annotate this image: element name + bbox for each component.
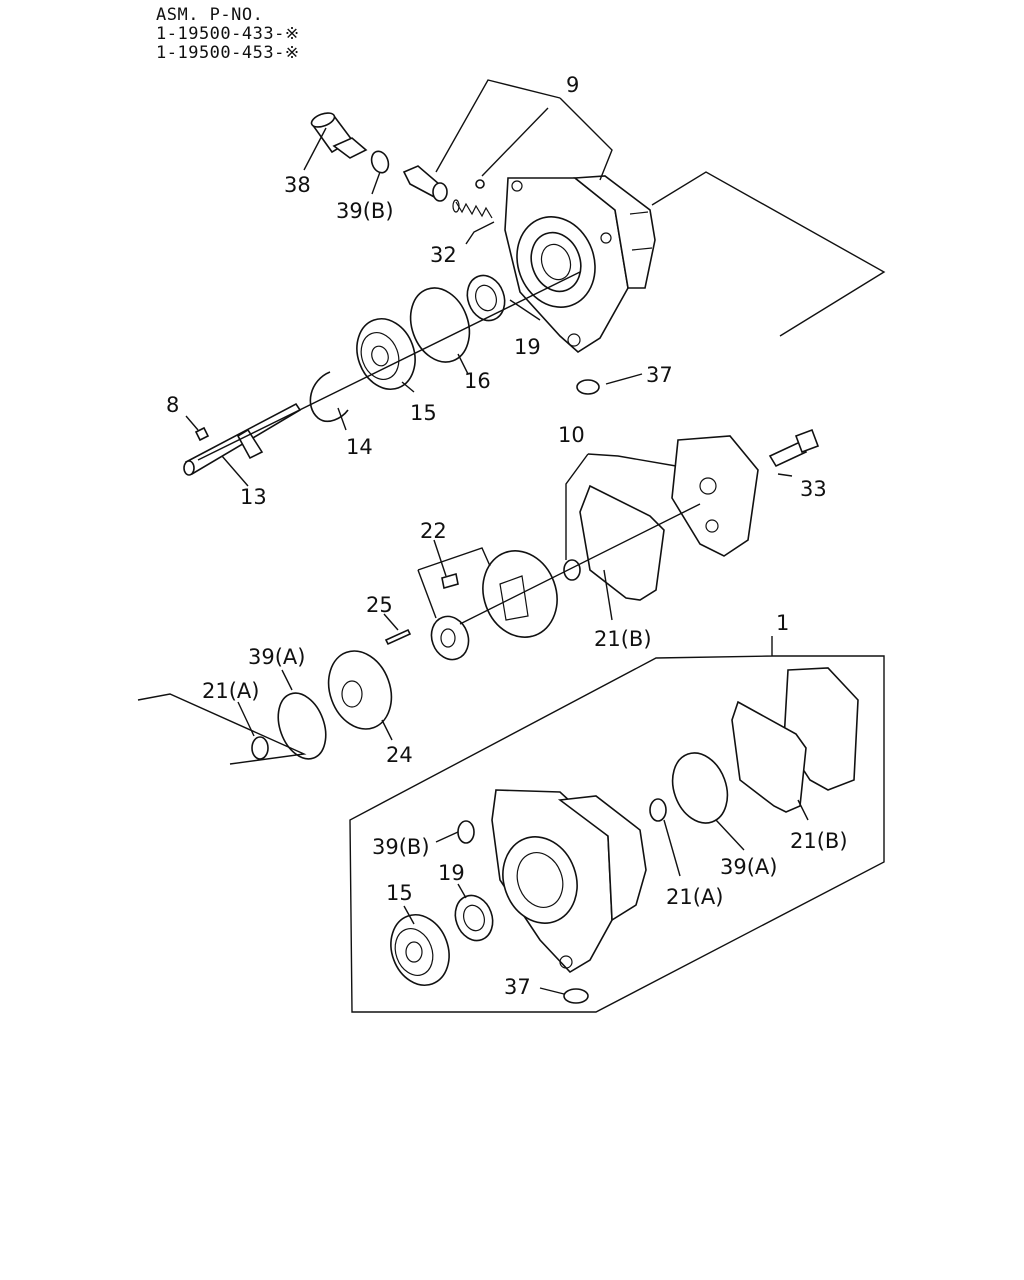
callout-19-kit: 19 [438, 861, 465, 885]
callout-10: 10 [558, 423, 585, 447]
part-9-ball [475, 179, 485, 189]
callout-15-kit: 15 [386, 881, 413, 905]
part-39b-oring-kit [457, 820, 475, 844]
callout-16: 16 [464, 369, 491, 393]
callout-21b-kit: 21(B) [790, 829, 848, 853]
pump-housing-upper [504, 175, 656, 353]
part-25-pin [384, 628, 412, 646]
callout-37-upper: 37 [646, 363, 673, 387]
assembly-part-number-1: 1-19500-433-※ [156, 24, 300, 44]
callout-13: 13 [240, 485, 267, 509]
assembly-label: ASM. P-NO. [156, 5, 264, 25]
part-39b-oring-upper [370, 150, 390, 174]
callout-15-upper: 15 [410, 401, 437, 425]
part-10-cover-plate [671, 435, 759, 557]
callout-21a-kit: 21(A) [666, 885, 723, 909]
part-33-bolt [768, 428, 820, 468]
part-9-plunger [402, 165, 448, 202]
part-39a-oring [277, 692, 327, 760]
part-19-bearing-kit [454, 894, 494, 942]
part-21a-seal-kit [649, 798, 667, 822]
part-22-rotor [430, 615, 470, 661]
part-37-oring-kit [563, 988, 589, 1004]
callout-1: 1 [776, 611, 789, 635]
callout-32: 32 [430, 243, 457, 267]
part-22-vane [441, 572, 459, 590]
callout-8: 8 [166, 393, 179, 417]
part-21b-gasket-kit [731, 700, 807, 813]
part-39a-oring-kit [671, 752, 729, 824]
callout-33: 33 [800, 477, 827, 501]
part-16-washer [409, 287, 471, 363]
callout-37-kit: 37 [504, 975, 531, 999]
callout-21b-upper: 21(B) [594, 627, 652, 651]
assembly-part-number-2: 1-19500-453-※ [156, 43, 300, 63]
part-19-bearing-upper [466, 274, 506, 322]
callout-22: 22 [420, 519, 447, 543]
part-8-key [194, 426, 210, 442]
part-32-spring [452, 199, 493, 219]
callout-labels: 9 38 39(B) 32 19 37 16 15 8 14 13 10 33 … [166, 73, 848, 999]
part-38-valve [310, 112, 368, 159]
part-10-bushing [563, 559, 581, 581]
part-14-snap-ring [309, 371, 349, 423]
callout-39b-kit: 39(B) [372, 835, 430, 859]
assembly-part-number-block: ASM. P-NO. 1-19500-433-※ 1-19500-453-※ [156, 6, 300, 63]
callout-39a-kit: 39(A) [720, 855, 777, 879]
callout-38: 38 [284, 173, 311, 197]
callout-24: 24 [386, 743, 413, 767]
callout-39b-upper: 39(B) [336, 199, 394, 223]
part-24-side-plate [327, 650, 393, 730]
part-37-oring-upper [576, 379, 600, 395]
phantom-lines [137, 171, 886, 765]
callout-39a-upper: 39(A) [248, 645, 305, 669]
callout-9: 9 [566, 73, 579, 97]
callout-14: 14 [346, 435, 373, 459]
part-21a-seal [251, 736, 269, 760]
part-15-ball-bearing-kit [390, 914, 450, 986]
callout-19-upper: 19 [514, 335, 541, 359]
part-1-kit-housing [491, 789, 647, 974]
callout-21a-upper: 21(A) [202, 679, 259, 703]
part-15-ball-bearing-upper [356, 318, 416, 390]
callout-25: 25 [366, 593, 393, 617]
